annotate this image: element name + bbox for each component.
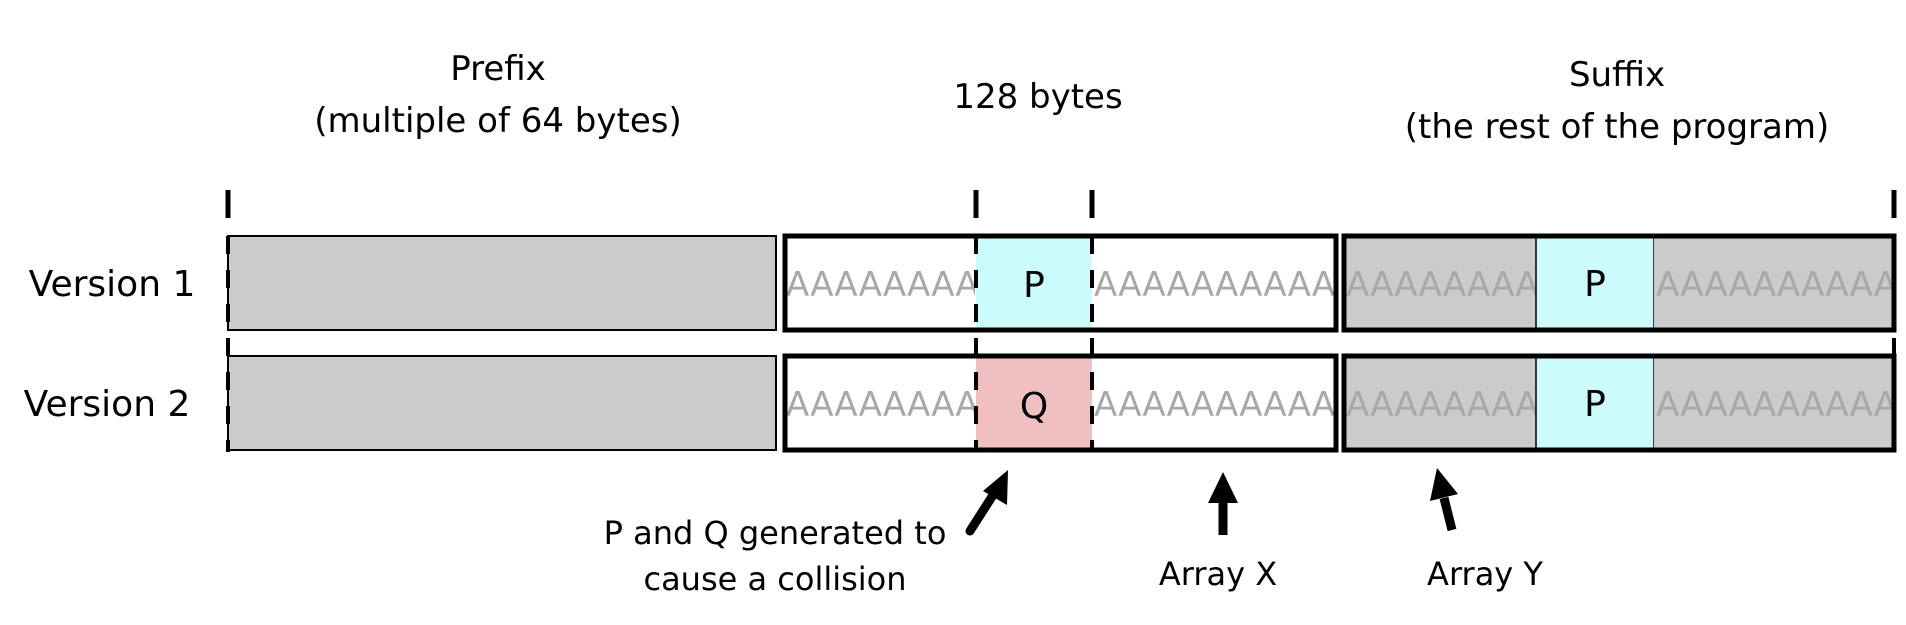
version-1-row: AAAAAAAAAAA P AAAAAAAAAAA AAAAAAAAAAA P … xyxy=(227,233,1906,333)
array-x-label: Array X xyxy=(1159,555,1277,593)
q-cell xyxy=(976,356,1092,450)
p-cell-label: P xyxy=(1023,265,1045,306)
prefix-title: Prefix xyxy=(450,49,546,89)
prefix-block xyxy=(227,355,777,451)
array-x-arrow xyxy=(1208,472,1238,535)
q-cell-label: Q xyxy=(1020,386,1048,427)
array-x-region xyxy=(1092,236,1336,330)
suffix-left-part xyxy=(1344,236,1536,330)
suffix-title: Suffix xyxy=(1569,55,1665,95)
suffix-p-cell xyxy=(1535,355,1655,451)
suffix-outline xyxy=(1341,353,1897,453)
suffix-subtitle: (the rest of the program) xyxy=(1405,107,1829,147)
collision-note-line-1: P and Q generated to xyxy=(604,514,947,552)
filler-text: AAAAAAAAAAA xyxy=(1094,385,1359,425)
block-outline xyxy=(782,353,1339,453)
suffix-left-part xyxy=(1344,356,1536,450)
p-cell xyxy=(976,236,1092,330)
filler-text: AAAAAAAAAAA xyxy=(1656,385,1906,425)
collision-arrow xyxy=(965,470,1008,536)
filler-text: AAAAAAAAAAA xyxy=(786,385,1051,425)
suffix-p-cell-label: P xyxy=(1584,264,1606,305)
row-label-version-2: Version 2 xyxy=(24,384,191,425)
block-outline xyxy=(782,233,1339,333)
prefix-block xyxy=(227,235,777,331)
array-y-arrow xyxy=(1430,468,1458,532)
dashed-boundary-lines xyxy=(226,236,1896,452)
suffix-right-part xyxy=(1654,356,1894,450)
version-2-row: AAAAAAAAAAA Q AAAAAAAAAAA AAAAAAAAAAA P … xyxy=(227,353,1906,453)
prefix-subtitle: (multiple of 64 bytes) xyxy=(314,101,682,141)
suffix-p-cell-label: P xyxy=(1584,384,1606,425)
block-left-part xyxy=(783,356,976,450)
boundary-ticks xyxy=(225,190,1897,218)
filler-text: AAAAAAAAAAA xyxy=(1656,265,1906,305)
block-size-label: 128 bytes xyxy=(953,77,1122,117)
filler-text: AAAAAAAAAAA xyxy=(786,265,1051,305)
block-left-part xyxy=(783,236,976,330)
array-y-label: Array Y xyxy=(1427,555,1543,593)
collision-note-line-2: cause a collision xyxy=(643,560,906,598)
row-label-version-1: Version 1 xyxy=(29,264,196,305)
filler-text: AAAAAAAAAAA xyxy=(1094,265,1359,305)
filler-text: AAAAAAAAAAA xyxy=(1346,385,1611,425)
suffix-right-part xyxy=(1654,236,1894,330)
filler-text: AAAAAAAAAAA xyxy=(1346,265,1611,305)
array-x-region xyxy=(1092,356,1336,450)
